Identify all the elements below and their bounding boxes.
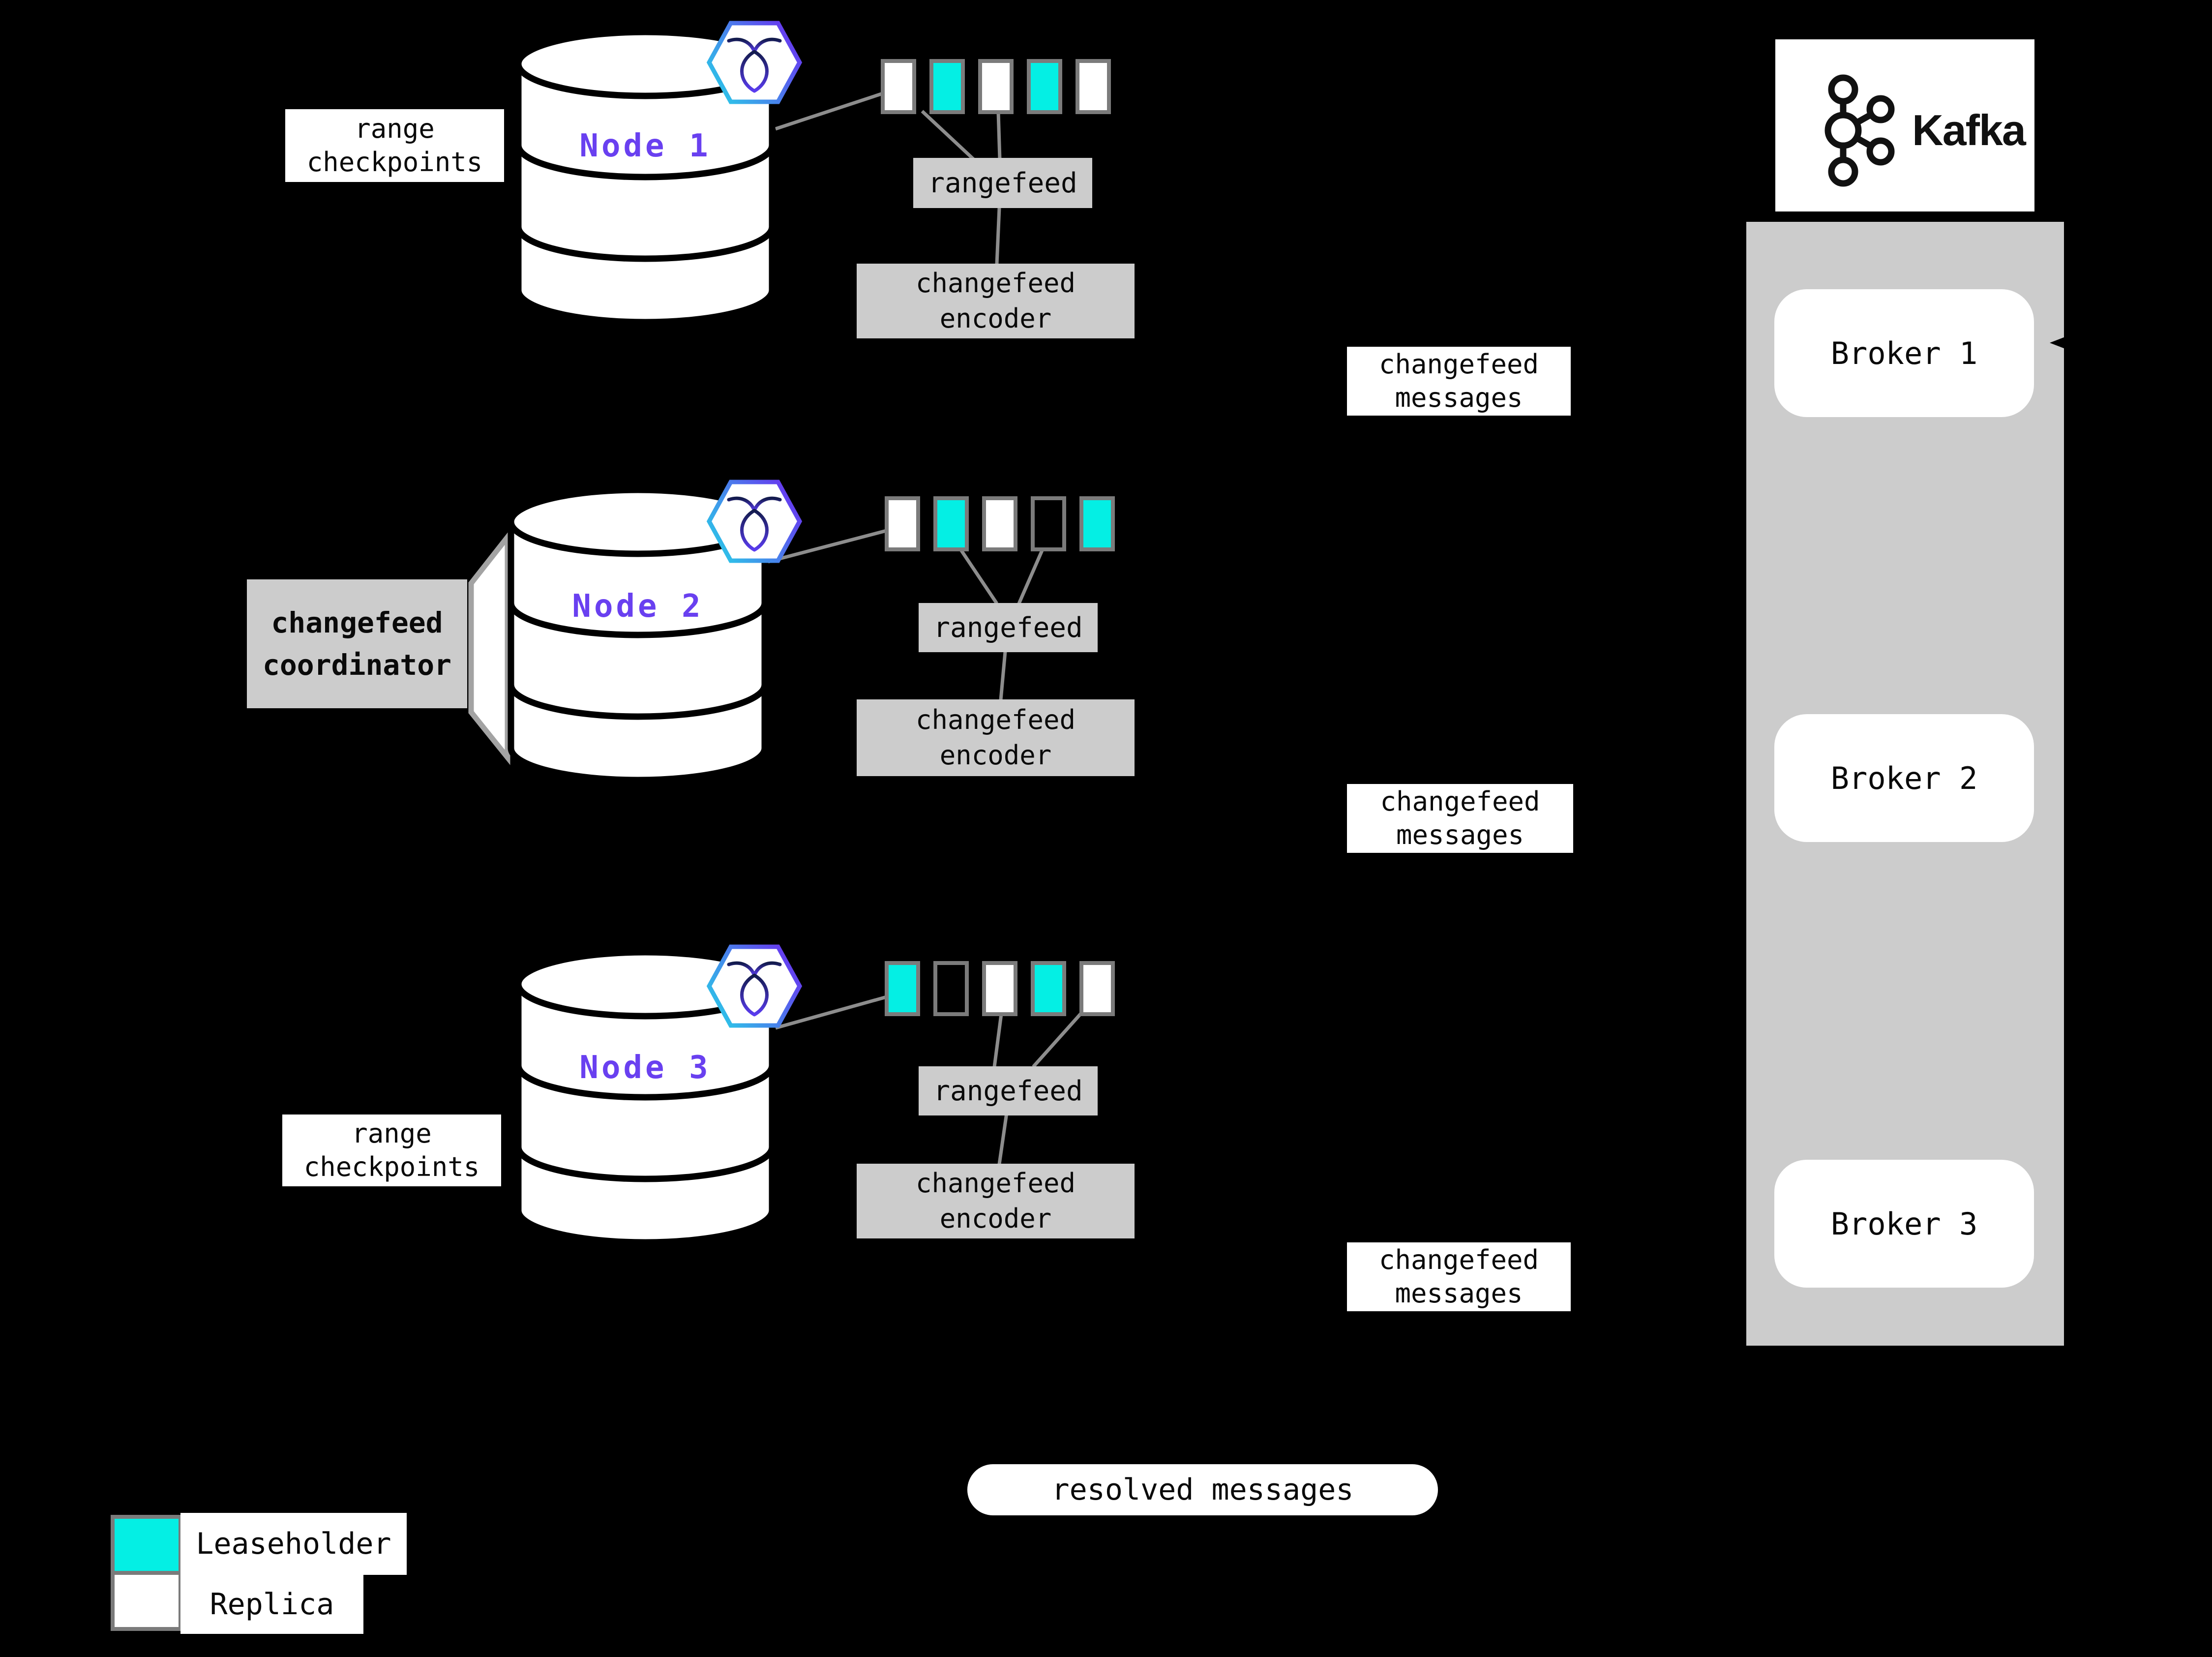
replica-square — [933, 961, 969, 1016]
node2-replica-to-rangefeed-line2 — [1017, 548, 1045, 604]
node1-replica-to-rangefeed-line2 — [996, 112, 1002, 160]
changefeed-messages-label-3: changefeed messages — [1347, 1242, 1571, 1311]
range-checkpoints-label-top: range checkpoints — [285, 109, 504, 182]
encoder-line1: changefeed — [915, 1168, 1076, 1199]
broker-box-2: Broker 2 — [1774, 714, 2034, 842]
kafka-logo-icon — [1824, 74, 1895, 187]
node3-label: Node 3 — [579, 1050, 711, 1086]
replica-square — [978, 59, 1014, 114]
resolved-messages-pill: resolved messages — [967, 1464, 1438, 1515]
node3-replica-to-rangefeed-line — [992, 1014, 1003, 1067]
node2-to-replicas-line — [768, 528, 889, 564]
encoder-line2: encoder — [939, 740, 1052, 771]
changefeed-messages-label-1: changefeed messages — [1347, 347, 1571, 416]
range-checkpoints-label-bottom: range checkpoints — [282, 1115, 501, 1186]
rangefeed-box-node3: rangefeed — [919, 1066, 1098, 1115]
changefeed-messages-line1: changefeed — [1378, 349, 1539, 380]
broker-box-1: Broker 1 — [1774, 289, 2034, 417]
coordinator-line1: changefeed — [271, 606, 443, 639]
range-checkpoints-line2: checkpoints — [306, 147, 483, 178]
changefeed-messages-line2: messages — [1395, 1278, 1523, 1309]
node1-label: Node 1 — [579, 128, 711, 164]
replica-square — [1027, 59, 1062, 114]
replica-square — [881, 59, 916, 114]
cockroachdb-logo-icon — [709, 947, 800, 1025]
replica-square — [885, 496, 920, 551]
node2-label: Node 2 — [572, 588, 704, 625]
legend-swatch-replica — [111, 1571, 182, 1631]
encoder-line1: changefeed — [915, 704, 1076, 735]
range-checkpoints-line2: checkpoints — [303, 1151, 480, 1182]
node1-to-replicas-line — [775, 91, 884, 131]
coordinator-line2: coordinator — [262, 648, 452, 682]
connector-lines — [768, 91, 1085, 1165]
encoder-line2: encoder — [939, 303, 1052, 334]
changefeed-encoder-box-node3: changefeed encoder — [857, 1164, 1135, 1238]
arrowhead-icon — [2050, 328, 2088, 358]
replica-square — [1076, 59, 1111, 114]
range-checkpoints-line1: range — [352, 1118, 432, 1149]
rangefeed-box-node2: rangefeed — [919, 603, 1098, 652]
changefeed-messages-label-2: changefeed messages — [1347, 784, 1573, 853]
changefeed-encoder-box-node1: changefeed encoder — [857, 264, 1135, 338]
changefeed-messages-line2: messages — [1396, 819, 1524, 850]
legend-swatch-leaseholder — [111, 1515, 182, 1575]
changefeed-encoder-box-node2: changefeed encoder — [857, 699, 1135, 776]
node3-to-replicas-line — [775, 994, 889, 1030]
replica-square — [885, 961, 920, 1016]
broker-box-3: Broker 3 — [1774, 1160, 2034, 1288]
cockroachdb-logo-icon — [709, 23, 800, 102]
coordinator-pointer — [468, 529, 510, 765]
node2-replica-to-rangefeed-line — [958, 547, 998, 604]
rangefeed-box-node1: rangefeed — [913, 158, 1092, 208]
node3-replica-to-rangefeed-line2 — [1032, 1009, 1085, 1068]
replica-square — [1031, 496, 1066, 551]
changefeed-messages-line1: changefeed — [1378, 1244, 1539, 1275]
changefeed-messages-line2: messages — [1395, 382, 1523, 413]
node1-rangefeed-to-encoder-line — [995, 208, 1001, 265]
range-checkpoints-line1: range — [355, 113, 435, 144]
replica-square — [1079, 961, 1115, 1016]
legend-label-replica: Replica — [180, 1575, 363, 1634]
legend-label-leaseholder: Leaseholder — [180, 1513, 407, 1575]
replica-square — [982, 961, 1017, 1016]
replica-square — [929, 59, 965, 114]
changefeed-messages-line1: changefeed — [1380, 786, 1540, 817]
kafka-wordmark: Kafka — [1912, 106, 2026, 154]
replica-square — [982, 496, 1017, 551]
node2-rangefeed-to-encoder-line — [999, 651, 1007, 700]
encoder-line2: encoder — [939, 1203, 1052, 1234]
node3-rangefeed-to-encoder-line — [997, 1113, 1009, 1165]
node1-replica-to-rangefeed-line — [921, 110, 975, 161]
replica-square — [1079, 496, 1115, 551]
replica-square — [1031, 961, 1066, 1016]
kafka-logo-box — [1775, 39, 2034, 211]
encoder-line1: changefeed — [915, 268, 1076, 299]
changefeed-coordinator-callout: changefeed coordinator — [247, 579, 467, 708]
replica-square — [933, 496, 969, 551]
cockroachdb-logo-icon — [709, 482, 800, 561]
